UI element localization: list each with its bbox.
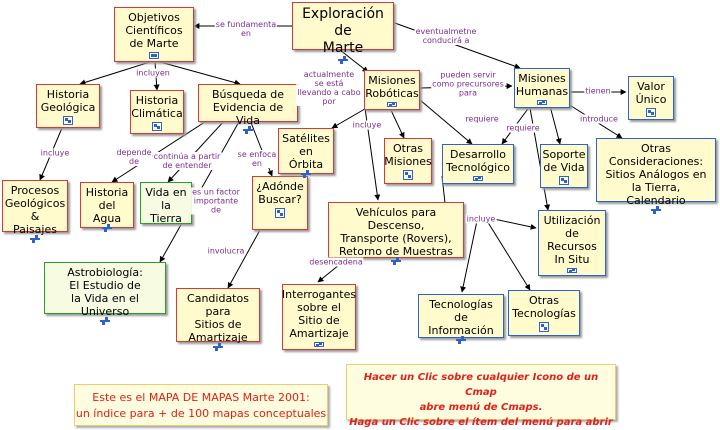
cmap-icon[interactable] <box>387 102 397 107</box>
link-label-introduce: introduce <box>579 114 619 124</box>
cmap-icon[interactable] <box>403 170 413 180</box>
cmap-icon[interactable] <box>63 116 73 125</box>
node-label: Misiones Robóticas <box>365 74 419 100</box>
node-label: Vida en la Tierra <box>145 186 187 225</box>
cmap-icon[interactable] <box>567 268 577 273</box>
cmap-icon[interactable] <box>456 336 466 344</box>
node-vehiculos-descenso[interactable]: Vehículos para Descenso, Transporte (Rov… <box>328 202 464 265</box>
cmap-icon[interactable] <box>301 170 311 178</box>
cmap-icon[interactable] <box>243 126 253 134</box>
node-misiones-humanas[interactable]: Misiones Humanas <box>514 68 570 108</box>
node-desarrollo-tecnologico[interactable]: Desarrollo Tecnológico <box>442 144 514 184</box>
node-label: Misiones Humanas <box>515 72 569 98</box>
node-label: Procesos Geológicos & Paisajes <box>4 184 66 236</box>
node-astrobiologia[interactable]: Astrobiología: El Estudio de la Vida en … <box>44 262 166 325</box>
node-label: Valor Único <box>635 80 667 106</box>
node-label: ¿Adónde Buscar? <box>256 180 304 206</box>
cmap-icon[interactable] <box>102 224 112 232</box>
node-label: Interrogantes sobre el Sitio de Amartiza… <box>281 288 357 340</box>
link-label-requiere-1: requiere <box>464 114 500 124</box>
node-label: Historia Geológica <box>40 88 96 114</box>
node-historia-del-agua[interactable]: Historia del Agua <box>80 182 134 232</box>
node-valor-unico[interactable]: Valor Único <box>628 76 674 120</box>
node-label: Otras Tecnologías <box>512 294 576 320</box>
link-label-incluyen: incluyen <box>135 68 171 78</box>
node-label: Historia Climática <box>131 94 183 120</box>
link-label-depende: depende de <box>115 148 153 166</box>
cmap-icon[interactable] <box>30 235 40 243</box>
node-otras-misiones[interactable]: Otras Misiones <box>384 138 432 184</box>
node-otras-consideraciones[interactable]: Otras Consideraciones: Sitios Análogos e… <box>596 138 716 214</box>
link-label-incluye-roboticas: incluye <box>351 120 383 130</box>
node-label: Historia del Agua <box>85 186 129 225</box>
cmap-icon[interactable] <box>537 100 547 105</box>
cmap-icon[interactable] <box>149 52 159 59</box>
link-label-incluye-geologica: incluye <box>39 148 71 158</box>
cmap-icon[interactable] <box>152 122 162 131</box>
link-label-actualmente: actualmente se está llevando a cabo por <box>296 70 362 106</box>
cmap-icon[interactable] <box>539 322 549 332</box>
cmap-icon[interactable] <box>473 176 483 181</box>
node-label: Astrobiología: El Estudio de la Vida en … <box>67 266 143 318</box>
link-label-tienen: tienen <box>584 86 612 96</box>
cmap-icon[interactable] <box>100 317 110 325</box>
node-historia-climatica[interactable]: Historia Climática <box>130 90 184 134</box>
link-label-requiere-2: requiere <box>505 123 541 133</box>
cmap-icon[interactable] <box>651 206 661 214</box>
node-label: Satélites en Órbita <box>282 132 330 171</box>
node-interrogantes-sitio[interactable]: Interrogantes sobre el Sitio de Amartiza… <box>282 284 356 350</box>
node-label: Otras Consideraciones: Sitios Análogos e… <box>605 142 707 207</box>
link-label-continua: continúa a partir de entender <box>152 152 222 170</box>
node-procesos-geologicos[interactable]: Procesos Geológicos & Paisajes <box>2 180 68 243</box>
node-busqueda-evidencia-vida[interactable]: Búsqueda de Evidencia de Vida <box>198 84 298 134</box>
node-objetivos-cientificos[interactable]: Objetivos Científicos de Marte <box>114 7 194 62</box>
cmap-icon[interactable] <box>391 257 401 265</box>
cmap-icon[interactable] <box>646 108 656 117</box>
node-misiones-roboticas[interactable]: Misiones Robóticas <box>364 70 420 110</box>
node-label: Vehículos para Descenso, Transporte (Rov… <box>338 206 453 258</box>
node-historia-geologica[interactable]: Historia Geológica <box>36 84 100 128</box>
cmap-icon[interactable] <box>275 208 285 218</box>
link-label-se-fundamenta: se fundamenta en <box>214 20 278 38</box>
link-label-incluye-desarrollo: incluye <box>465 214 497 224</box>
link-label-pueden-servir: pueden servir como precursores para <box>431 70 505 98</box>
node-label: Búsqueda de Evidencia de Vida <box>212 88 284 127</box>
node-exploracion-de-marte[interactable]: Exploración de Marte <box>292 2 394 64</box>
node-label: Objetivos Científicos de Marte <box>125 11 183 50</box>
node-label: Utilización de Recursos In Situ <box>543 214 601 266</box>
link-label-factor: es un factor importante de <box>191 187 241 215</box>
node-soporte-de-vida[interactable]: Soporte de Vida <box>540 144 588 188</box>
node-candidatos-sitios[interactable]: Candidatos para Sitios de Amartizaje <box>176 288 260 351</box>
note-mapa-de-mapas: Este es el MAPA DE MAPAS Marte 2001: un … <box>74 384 328 426</box>
node-label: Exploración de Marte <box>302 6 384 56</box>
note-instrucciones: Hacer un Clic sobre cualquier Icono de u… <box>346 364 616 428</box>
node-label: Candidatos para Sitios de Amartizaje <box>187 292 249 344</box>
cmap-icon[interactable] <box>338 56 348 64</box>
link-label-involucra: involucra <box>206 246 246 256</box>
node-otras-tecnologias[interactable]: Otras Tecnologías <box>508 290 580 336</box>
node-label: Soporte de Vida <box>542 148 586 174</box>
link-label-eventualmente: eventualmetne conducirá a <box>414 27 478 45</box>
node-label: Otras Misiones <box>384 142 432 168</box>
node-utilizacion-recursos[interactable]: Utilización de Recursos In Situ <box>538 210 606 276</box>
cmap-icon[interactable] <box>213 343 223 351</box>
node-label: Tecnologías de Información <box>428 298 494 337</box>
node-label: Desarrollo Tecnológico <box>446 148 510 174</box>
link-label-desencadena: desencadena <box>308 257 364 267</box>
node-satelites-en-orbita[interactable]: Satélites en Órbita <box>278 128 334 178</box>
cmap-icon[interactable] <box>314 342 324 347</box>
node-vida-en-la-tierra[interactable]: Vida en la Tierra <box>140 182 192 225</box>
link-label-enfoca: se enfoca en <box>236 150 278 168</box>
cmap-icon[interactable] <box>559 176 569 185</box>
node-adonde-buscar[interactable]: ¿Adónde Buscar? <box>252 176 308 230</box>
node-tecnologias-informacion[interactable]: Tecnologías de Información <box>418 294 504 344</box>
